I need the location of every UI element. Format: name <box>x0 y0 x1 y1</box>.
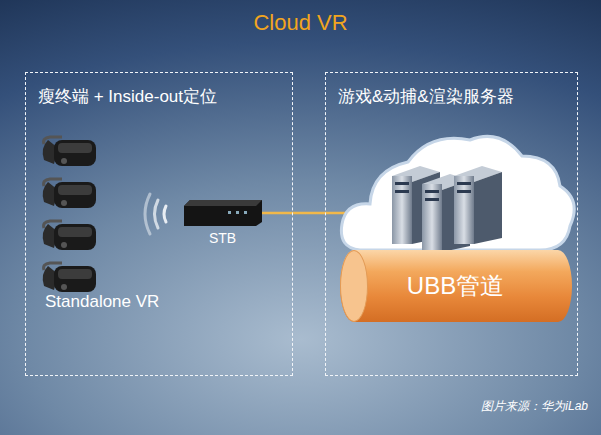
vr-headset <box>43 263 96 292</box>
dashed-region: 游戏&动捕&渲染服务器 UBB管道 <box>325 72 578 376</box>
pipe-end <box>340 250 368 322</box>
region-heading: 瘦终端 + Inside-out定位 <box>38 85 217 108</box>
region-heading: 游戏&动捕&渲染服务器 <box>338 85 514 108</box>
vr-headset <box>43 179 96 208</box>
vr-headset <box>43 221 96 250</box>
diagram-title: Cloud VR <box>0 10 601 36</box>
dashed-region: 瘦终端 + Inside-out定位 STB <box>25 72 293 376</box>
device-label: STB <box>182 230 264 246</box>
pipe-band: UBB管道 <box>340 250 572 322</box>
cloud <box>341 136 574 250</box>
servers <box>392 166 502 252</box>
label: Standalone VR <box>45 292 159 312</box>
set-top-box: STB <box>182 198 264 250</box>
pipe-label: UBB管道 <box>407 270 504 302</box>
caption: 图片来源：华为iLab <box>481 398 588 415</box>
stb-device <box>182 198 264 228</box>
vr-headset <box>43 137 96 166</box>
wifi-symbol <box>145 194 166 234</box>
